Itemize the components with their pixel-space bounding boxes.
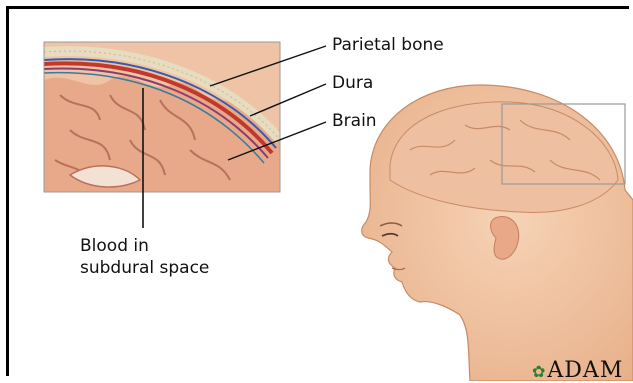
label-blood-in-subdural-space: Blood in subdural space xyxy=(80,235,209,279)
label-brain: Brain xyxy=(332,111,377,131)
logo-text: ADAM xyxy=(547,358,623,383)
inset-cross-section xyxy=(44,42,280,192)
label-dura: Dura xyxy=(332,73,373,93)
label-parietal-bone: Parietal bone xyxy=(332,35,444,55)
leaf-icon: ✿ xyxy=(532,362,546,381)
head-illustration xyxy=(362,85,633,381)
adam-logo: ✿ADAM xyxy=(532,358,623,383)
label-blood-line2: subdural space xyxy=(80,257,209,279)
label-blood-line1: Blood in xyxy=(80,235,209,257)
